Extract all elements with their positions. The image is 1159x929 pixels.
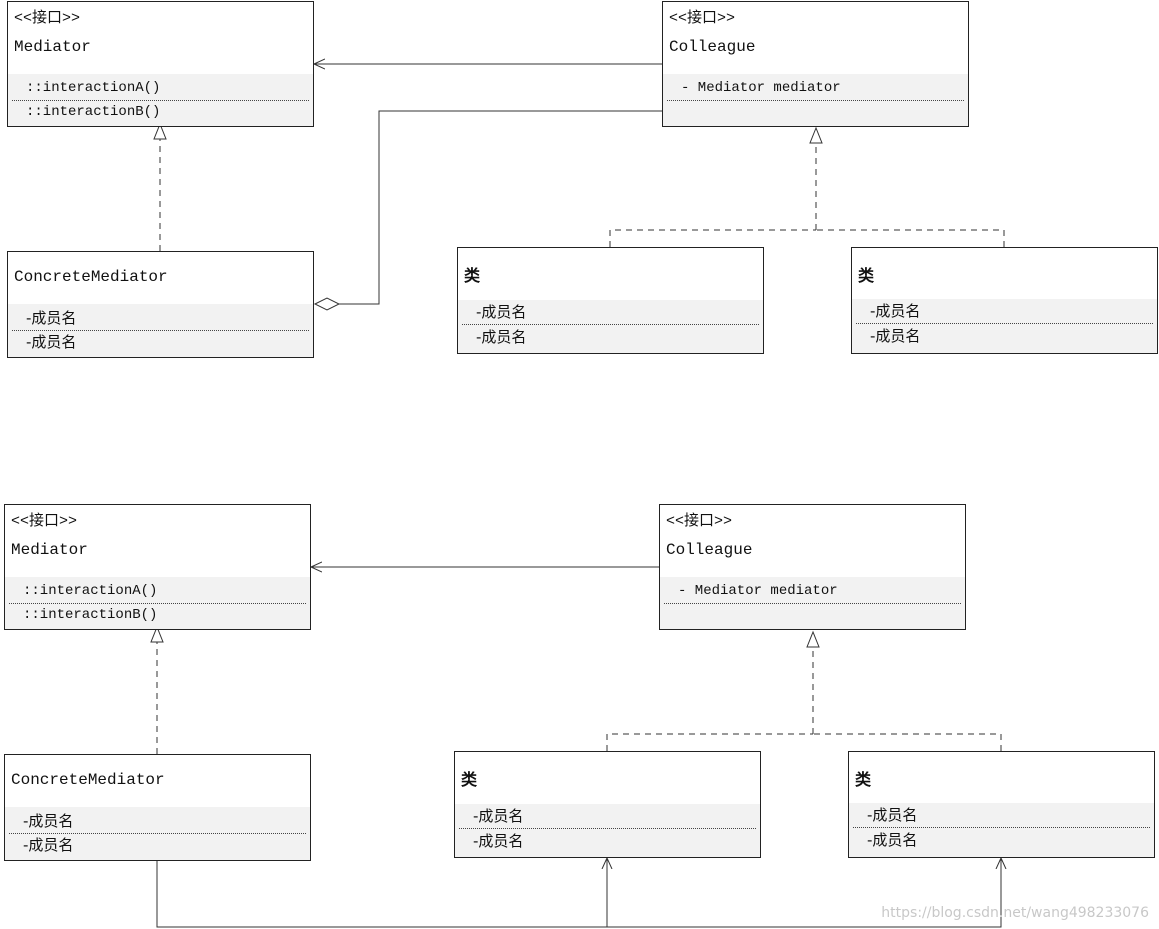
method: ::interactionB() [26,104,161,120]
member: -成员名 [853,803,1150,828]
mediator-interface-box: <<接口>> Mediator ::interactionA() ::inter… [7,1,314,127]
member: -成员名 [26,333,77,351]
class-name: 类 [464,268,481,286]
member: -成员名 [23,836,74,854]
method: ::interactionA() [9,579,306,604]
class-name: ConcreteMediator [14,268,168,286]
colleague-interface-box: <<接口>> Colleague - Mediator mediator [659,504,966,630]
realization-arrowhead [809,126,823,144]
class-name: Mediator [11,541,88,559]
class-name: 类 [461,772,478,790]
uml-diagram-aggregation: <<接口>> Mediator ::interactionA() ::inter… [0,0,1159,400]
class-name: Colleague [669,38,756,56]
uml-diagram-dependency: <<接口>> Mediator ::interactionA() ::inter… [0,504,1159,928]
stereotype-label: <<接口>> [669,10,736,27]
attribute: - Mediator mediator [667,76,964,101]
member: -成员名 [856,299,1153,324]
member: -成员名 [462,300,759,325]
method: ::interactionA() [12,76,309,101]
stereotype-label: <<接口>> [14,10,81,27]
attribute: - Mediator mediator [664,579,961,604]
member: -成员名 [12,306,309,331]
member: -成员名 [473,832,524,850]
realization-arrowhead [150,625,164,643]
method: ::interactionB() [23,607,158,623]
concrete-mediator-box: ConcreteMediator -成员名 -成员名 [4,754,311,861]
aggregation-line [339,110,667,305]
realization-line-class-a [606,733,813,751]
member: -成员名 [870,327,921,345]
realization-arrowhead [153,122,167,140]
watermark: https://blog.csdn.net/wang498233076 [881,905,1149,921]
diagram-connectors [150,504,1159,928]
class-name: 类 [858,268,875,286]
colleague-interface-box: <<接口>> Colleague - Mediator mediator [662,1,969,127]
class-a-box: 类 -成员名 -成员名 [457,247,764,354]
realization-line-class-b [813,733,1002,751]
class-name: ConcreteMediator [11,771,165,789]
member: -成员名 [867,831,918,849]
class-name: 类 [855,772,872,790]
association-line-class-a [156,858,607,928]
realization-line-class-a [609,229,816,247]
realization-arrowhead [806,630,820,648]
stereotype-label: <<接口>> [666,513,733,530]
member: -成员名 [476,328,527,346]
realization-line-class-b [816,229,1005,247]
association-line-class-b [607,858,1001,928]
class-a-box: 类 -成员名 -成员名 [454,751,761,858]
diagram-connectors [153,0,1005,311]
mediator-interface-box: <<接口>> Mediator ::interactionA() ::inter… [4,504,311,630]
class-name: Colleague [666,541,753,559]
class-b-box: 类 -成员名 -成员名 [848,751,1155,858]
stereotype-label: <<接口>> [11,513,78,530]
aggregation-diamond [313,297,341,311]
class-b-box: 类 -成员名 -成员名 [851,247,1158,354]
class-name: Mediator [14,38,91,56]
member: -成员名 [9,809,306,834]
member: -成员名 [459,804,756,829]
concrete-mediator-box: ConcreteMediator -成员名 -成员名 [7,251,314,358]
